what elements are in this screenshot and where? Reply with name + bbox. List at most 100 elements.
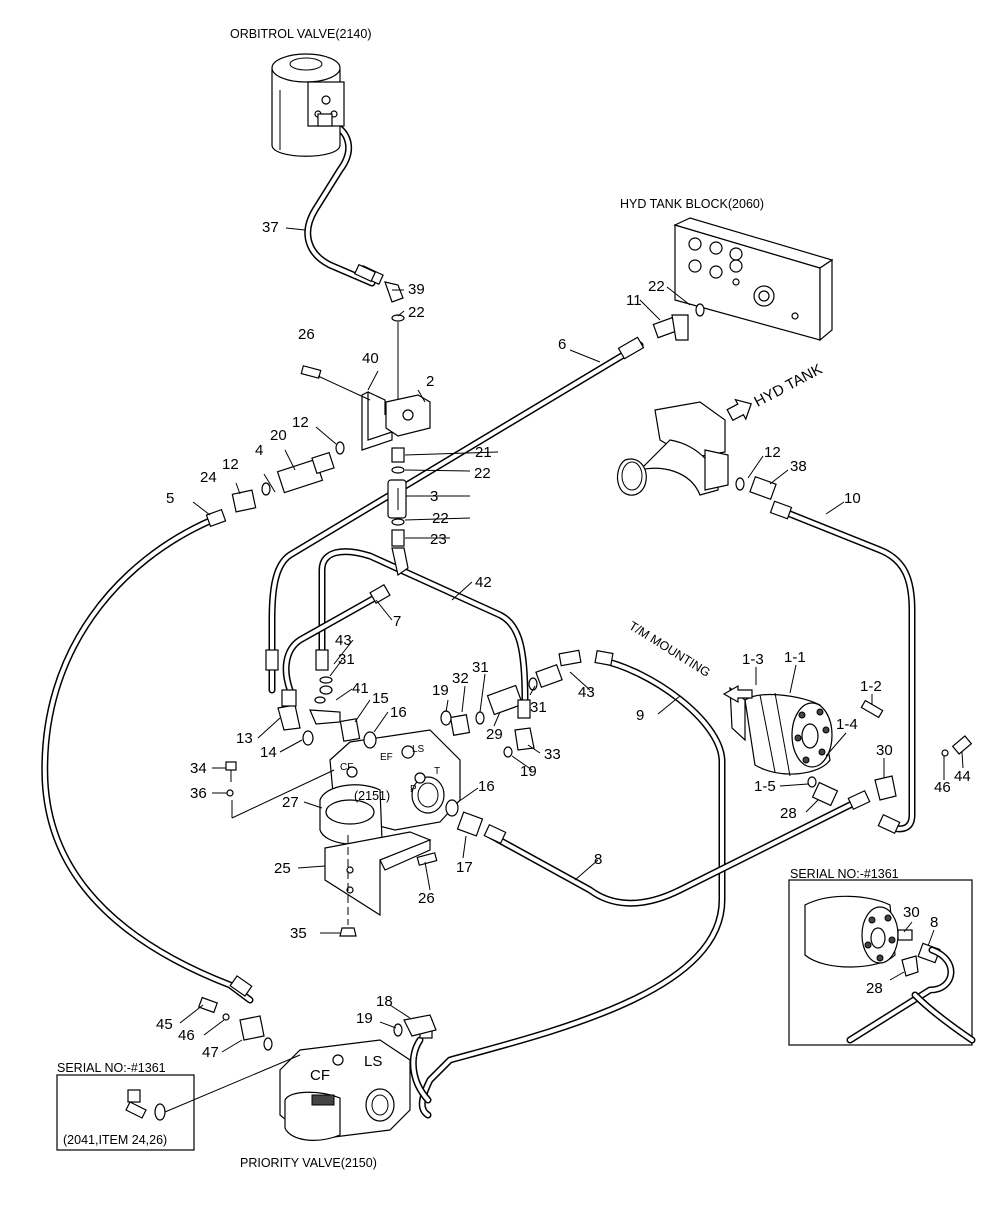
part-number-labels: 37 39 22 26 40 2 12 20 4 21 22 24 12 5 3… xyxy=(156,219,971,1061)
port-p: P xyxy=(410,784,417,795)
part-label: 12 xyxy=(764,444,781,461)
port-ls-lower: LS xyxy=(364,1053,382,1070)
part-label: 46 xyxy=(934,779,951,796)
part-label: 40 xyxy=(362,350,379,367)
part-label: 10 xyxy=(844,490,861,507)
leader-lines xyxy=(164,227,964,1113)
bolt-26-upper xyxy=(300,365,371,401)
block-2 xyxy=(385,394,431,437)
bracket-25 xyxy=(324,831,432,925)
fitting-15 xyxy=(339,718,361,742)
part-label: 3 xyxy=(430,488,438,505)
part-label: 30 xyxy=(876,742,893,759)
bolt-34 xyxy=(225,761,237,782)
nut-35 xyxy=(339,927,357,937)
part-label: 6 xyxy=(558,336,566,353)
part-label: 47 xyxy=(202,1044,219,1061)
port-cf-upper: CF xyxy=(340,762,353,773)
part-label: 1-2 xyxy=(860,678,882,695)
inset-left xyxy=(56,1074,195,1151)
caption-priority-valve: PRIORITY VALVE(2150) xyxy=(240,1156,377,1170)
part-label: 46 xyxy=(178,1027,195,1044)
inset-right-label-28: 28 xyxy=(866,980,883,997)
part-label: 22 xyxy=(432,510,449,527)
bolt-26-lower xyxy=(416,852,438,866)
hose-7 xyxy=(282,591,384,694)
part-label: 22 xyxy=(648,278,665,295)
part-label: 1-5 xyxy=(754,778,776,795)
hyd-tank-fitting xyxy=(616,401,729,496)
fitting-11 xyxy=(652,303,705,341)
inset-right xyxy=(788,879,976,1046)
hyd-tank-arrow: HYD TANK xyxy=(726,361,825,422)
part-label: 20 xyxy=(270,427,287,444)
caption-valve-2151: (2151) xyxy=(354,789,390,803)
caption-orbitrol-valve: ORBITROL VALVE(2140) xyxy=(230,27,372,41)
inset-left-note: (2041,ITEM 24,26) xyxy=(63,1133,167,1147)
fitting-chain xyxy=(387,314,409,577)
part-label: 42 xyxy=(475,574,492,591)
arrow-1-3 xyxy=(722,684,753,704)
hyd-tank-block xyxy=(673,217,834,342)
part-label: 8 xyxy=(594,851,602,868)
port-cf-lower: CF xyxy=(310,1067,330,1084)
orbitrol-valve xyxy=(271,53,345,157)
inset-right-title: SERIAL NO:-#1361 xyxy=(790,867,899,881)
part-label: 18 xyxy=(376,993,393,1010)
part-label: 43 xyxy=(335,632,352,649)
bolt-1-2 xyxy=(860,699,884,719)
part-label: 27 xyxy=(282,794,299,811)
inset-right-label-30: 30 xyxy=(903,904,920,921)
part-label: 24 xyxy=(200,469,217,486)
inset-right-label-8: 8 xyxy=(930,914,938,931)
port-t: T xyxy=(434,766,440,777)
fitting-30 xyxy=(874,775,897,801)
part-label: 43 xyxy=(578,684,595,701)
port-ls-upper: LS xyxy=(412,744,425,755)
part-label: 44 xyxy=(954,768,971,785)
part-label: 19 xyxy=(520,763,537,780)
fitting-41 xyxy=(309,676,341,725)
part-label: 12 xyxy=(292,414,309,431)
fitting-47 xyxy=(198,996,273,1051)
part-label: 33 xyxy=(544,746,561,763)
caption-hyd-tank: HYD TANK xyxy=(751,361,825,411)
part-label: 13 xyxy=(236,730,253,747)
part-label: 35 xyxy=(290,925,307,942)
part-label: 29 xyxy=(486,726,503,743)
hose-end-fittings xyxy=(205,113,901,1039)
part-label: 41 xyxy=(352,680,369,697)
part-label: 45 xyxy=(156,1016,173,1033)
fitting-17 xyxy=(456,811,484,837)
part-label: 25 xyxy=(274,860,291,877)
part-label: 4 xyxy=(255,442,263,459)
inset-left-title: SERIAL NO:-#1361 xyxy=(57,1061,166,1075)
part-label: 2 xyxy=(426,373,434,390)
caption-hyd-tank-block: HYD TANK BLOCK(2060) xyxy=(620,197,764,211)
part-label: 14 xyxy=(260,744,277,761)
fitting-29 xyxy=(486,684,524,716)
part-label: 5 xyxy=(166,490,174,507)
fitting-32 xyxy=(449,711,485,736)
part-label: 1-1 xyxy=(784,649,806,666)
part-label: 19 xyxy=(356,1010,373,1027)
fitting-43-right xyxy=(528,663,563,691)
fitting-38 xyxy=(735,475,777,501)
fitting-18 xyxy=(393,1014,437,1037)
part-label: 28 xyxy=(780,805,797,822)
priority-valve-2150 xyxy=(279,1039,411,1141)
part-label: 1-3 xyxy=(742,651,764,668)
part-label: 7 xyxy=(393,613,401,630)
part-label: 34 xyxy=(190,760,207,777)
hose-priority-in xyxy=(409,1036,432,1104)
fitting-13 xyxy=(277,689,301,731)
part-label: 31 xyxy=(530,699,547,716)
part-label: 15 xyxy=(372,690,389,707)
part-label: 1-4 xyxy=(836,716,858,733)
hose-5 xyxy=(41,516,254,1004)
part-label: 16 xyxy=(478,778,495,795)
part-label: 23 xyxy=(430,531,447,548)
part-label: 11 xyxy=(626,292,642,309)
